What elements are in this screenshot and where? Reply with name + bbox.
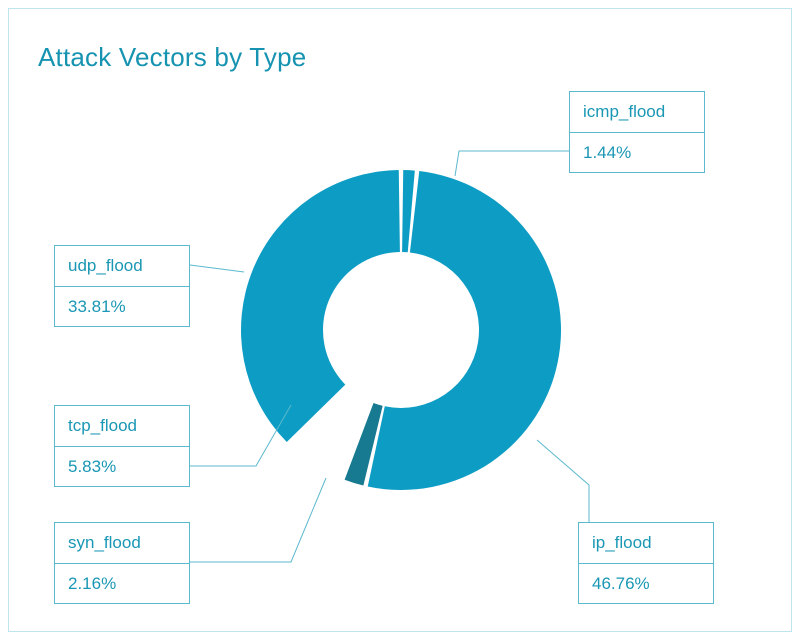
callout-label: tcp_flood (68, 416, 137, 435)
callout-tcp-flood[interactable]: tcp_flood 5.83% (54, 405, 190, 487)
callout-syn-flood[interactable]: syn_flood 2.16% (54, 522, 190, 604)
callout-label: icmp_flood (583, 102, 666, 121)
donut-slice-icmp-flood[interactable] (402, 170, 415, 253)
callout-value: 1.44% (570, 132, 704, 172)
callout-value: 46.76% (579, 563, 713, 603)
donut-slice-syn-flood[interactable] (344, 402, 383, 486)
leader-line-udp-flood (189, 264, 245, 273)
callout-value: 2.16% (55, 563, 189, 603)
page-title: Attack Vectors by Type (38, 42, 307, 72)
leader-line-ip-flood (536, 439, 590, 522)
callout-label: udp_flood (68, 256, 143, 275)
leader-line-syn-flood (190, 477, 327, 563)
callout-value: 33.81% (55, 286, 189, 326)
callout-ip-flood[interactable]: ip_flood 46.76% (578, 522, 714, 604)
donut-slice-udp-flood[interactable] (240, 170, 400, 443)
callout-icmp-flood[interactable]: icmp_flood 1.44% (569, 91, 705, 173)
callout-value: 5.83% (55, 446, 189, 486)
callout-label: ip_flood (592, 533, 652, 552)
callout-udp-flood[interactable]: udp_flood 33.81% (54, 245, 190, 327)
donut-slice-ip-flood[interactable] (367, 171, 562, 491)
leader-line-tcp-flood (190, 404, 292, 467)
leader-line-icmp-flood (454, 150, 569, 177)
callout-label: syn_flood (68, 533, 141, 552)
